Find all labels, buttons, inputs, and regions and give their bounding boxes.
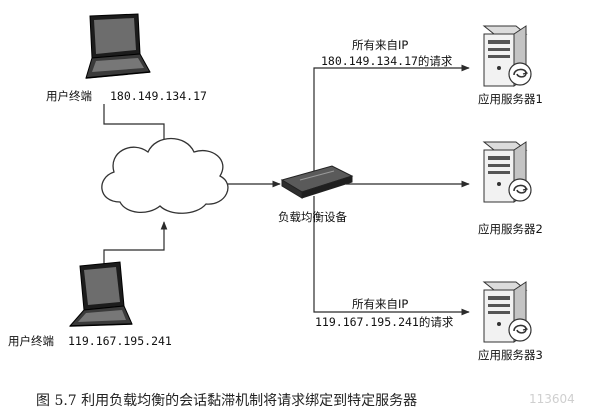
edge-bottom-line1: 所有来自IP (352, 297, 409, 311)
edge-bottom-line2: 119.167.195.241的请求 (315, 315, 454, 329)
edge-top-line2: 180.149.134.17的请求 (321, 54, 453, 68)
laptop-icon (85, 13, 151, 79)
router-icon (280, 165, 354, 199)
server-icon (482, 25, 532, 87)
laptop-icon (68, 261, 133, 327)
watermark: 113604 (529, 392, 575, 406)
terminal-1-ip: 180.149.134.17 (110, 89, 207, 103)
server-3-label: 应用服务器3 (478, 348, 543, 362)
cloud-icon (101, 138, 229, 214)
terminal-2-label: 用户终端 (8, 334, 54, 348)
server-icon (482, 141, 532, 203)
terminal-1-label: 用户终端 (46, 89, 92, 103)
terminal-2-ip: 119.167.195.241 (68, 334, 172, 348)
connector-terminal2-cloud (103, 221, 168, 272)
server-2-label: 应用服务器2 (478, 222, 543, 236)
edge-top-line1: 所有来自IP (352, 38, 409, 52)
connector-terminal1-cloud (103, 104, 168, 149)
connector-balancer-server1 (313, 64, 470, 176)
connector-balancer-server3 (313, 196, 470, 316)
load-balancer-label: 负载均衡设备 (278, 210, 347, 224)
server-icon (482, 281, 532, 343)
figure-caption: 图 5.7 利用负载均衡的会话黏滞机制将请求绑定到特定服务器 (36, 393, 418, 409)
server-1-label: 应用服务器1 (478, 92, 543, 106)
